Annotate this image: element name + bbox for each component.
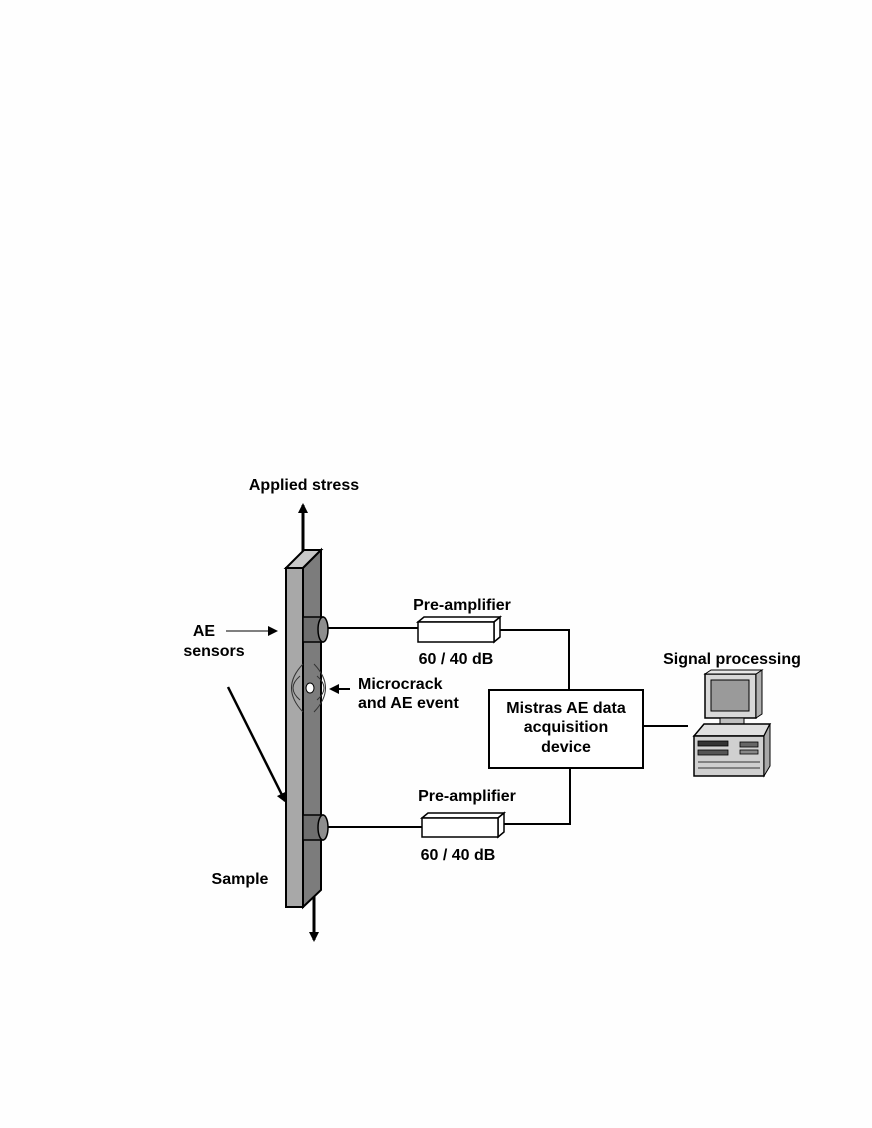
preamp-top <box>415 615 503 644</box>
label-preamp-top-gain: 60 / 40 dB <box>419 651 494 668</box>
wire-bottom-preamp <box>504 768 571 825</box>
wire-top-preamp <box>500 629 570 690</box>
label-daq-2: acquisition <box>524 719 608 736</box>
label-sensors: sensors <box>183 643 244 660</box>
sample-bar <box>283 547 324 910</box>
preamp-bottom <box>419 811 507 839</box>
label-microcrack-1: Microcrack <box>358 676 443 693</box>
microcrack-event <box>291 663 326 713</box>
label-ae: AE <box>193 623 216 640</box>
sample-front-face <box>285 567 304 908</box>
label-sample: Sample <box>212 871 269 888</box>
label-daq-3: device <box>541 739 591 756</box>
daq-box <box>488 689 644 769</box>
microcrack-hole <box>305 682 315 694</box>
label-preamp-top: Pre-amplifier <box>413 597 511 614</box>
label-signal-processing: Signal processing <box>663 651 801 668</box>
sample-side-face <box>302 547 322 910</box>
computer-icon <box>692 669 772 778</box>
sensor-bottom <box>302 814 329 841</box>
label-microcrack-2: and AE event <box>358 695 459 712</box>
sensor-top <box>302 616 329 643</box>
label-daq-1: Mistras AE data <box>506 700 626 717</box>
label-preamp-bottom-gain: 60 / 40 dB <box>421 847 496 864</box>
sample-pointer <box>226 686 287 803</box>
label-preamp-bottom: Pre-amplifier <box>418 788 516 805</box>
label-applied-stress: Applied stress <box>249 477 359 494</box>
